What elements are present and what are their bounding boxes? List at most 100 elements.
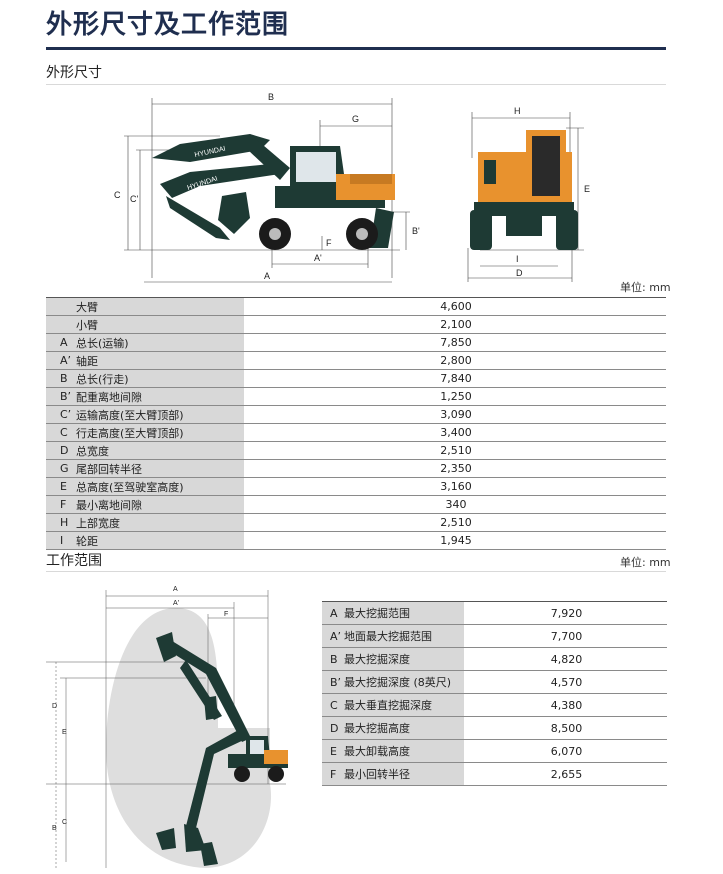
range-label-e: E (62, 729, 67, 736)
row-name: 最大卸载高度 (344, 739, 464, 763)
row-divider (244, 531, 246, 550)
row-name: 上部宽度 (76, 513, 244, 532)
row-value: 2,350 (246, 459, 666, 478)
row-value: 7,840 (246, 369, 666, 388)
row-divider (464, 716, 466, 740)
row-name: 最小回转半径 (344, 762, 464, 786)
row-value: 4,380 (466, 693, 667, 717)
row-value: 7,700 (466, 624, 667, 648)
row-value: 7,920 (466, 601, 667, 625)
row-value: 2,100 (246, 315, 666, 334)
row-code: I (46, 531, 76, 550)
row-value: 1,250 (246, 387, 666, 406)
dim-label-h: H (514, 106, 521, 116)
range-label-b: B (52, 825, 57, 832)
row-code: C’ (46, 405, 76, 424)
row-code: H (46, 513, 76, 532)
range-label-a-prime: A' (173, 600, 179, 607)
row-name: 行走高度(至大臂顶部) (76, 423, 244, 442)
rear-view-diagram: H E I D (467, 106, 590, 282)
row-code: A (46, 333, 76, 352)
row-code: B (322, 647, 344, 671)
row-name: 总宽度 (76, 441, 244, 460)
row-divider (464, 647, 466, 671)
row-name: 总长(行走) (76, 369, 244, 388)
dim-label-g: G (352, 114, 359, 124)
row-divider (244, 387, 246, 406)
row-divider (244, 333, 246, 352)
dim-label-e: E (584, 184, 590, 194)
title-rule (46, 47, 666, 50)
side-view-diagram: HYUNDAI HYUNDAI B G C C' B' F A' A (114, 92, 420, 283)
working-range-excavator (156, 632, 288, 866)
row-code: C (46, 423, 76, 442)
section-heading-dimensions: 外形尺寸 (46, 65, 102, 81)
row-name: 最大挖掘深度 (344, 647, 464, 671)
row-name: 地面最大挖掘范围 (344, 624, 464, 648)
row-name: 最大挖掘高度 (344, 716, 464, 740)
row-name: 最小离地间隙 (76, 495, 244, 514)
row-divider (464, 670, 466, 694)
dim-label-i: I (516, 254, 519, 264)
row-divider (464, 693, 466, 717)
unit-label-working-range: 单位: mm (620, 556, 671, 569)
working-range-diagram: A A' F D E B C (46, 586, 288, 868)
row-value: 7,850 (246, 333, 666, 352)
row-name: 配重离地间隙 (76, 387, 244, 406)
row-code: D (46, 441, 76, 460)
row-value: 1,945 (246, 531, 666, 550)
row-divider (464, 762, 466, 786)
row-divider (244, 423, 246, 442)
dim-label-c-prime: C' (130, 194, 138, 204)
row-divider (244, 297, 246, 316)
row-name: 运输高度(至大臂顶部) (76, 405, 244, 424)
row-code: C (322, 693, 344, 717)
row-divider (244, 477, 246, 496)
table-row: B’最大挖掘深度 (8英尺)4,570 (322, 670, 667, 694)
row-divider (244, 405, 246, 424)
row-code: A (322, 601, 344, 625)
row-value: 4,570 (466, 670, 667, 694)
row-code: A’ (46, 351, 76, 370)
row-value: 8,500 (466, 716, 667, 740)
row-value: 2,655 (466, 762, 667, 786)
row-code (46, 315, 76, 334)
row-value: 4,820 (466, 647, 667, 671)
row-name: 最大挖掘深度 (8英尺) (344, 670, 464, 694)
range-label-d: D (52, 703, 57, 710)
row-code (46, 297, 76, 316)
dim-label-f: F (326, 238, 332, 248)
range-label-a: A (173, 586, 178, 593)
unit-label-dimensions: 单位: mm (620, 281, 671, 294)
row-value: 3,090 (246, 405, 666, 424)
row-divider (244, 495, 246, 514)
dim-label-d: D (516, 268, 523, 278)
row-name: 最大垂直挖掘深度 (344, 693, 464, 717)
section-rule (46, 84, 666, 85)
row-name: 大臂 (76, 297, 244, 316)
range-label-c: C (62, 819, 67, 826)
dim-label-c: C (114, 190, 121, 200)
row-code: B’ (46, 387, 76, 406)
row-name: 小臂 (76, 315, 244, 334)
row-divider (244, 513, 246, 532)
row-code: F (46, 495, 76, 514)
row-name: 总高度(至驾驶室高度) (76, 477, 244, 496)
